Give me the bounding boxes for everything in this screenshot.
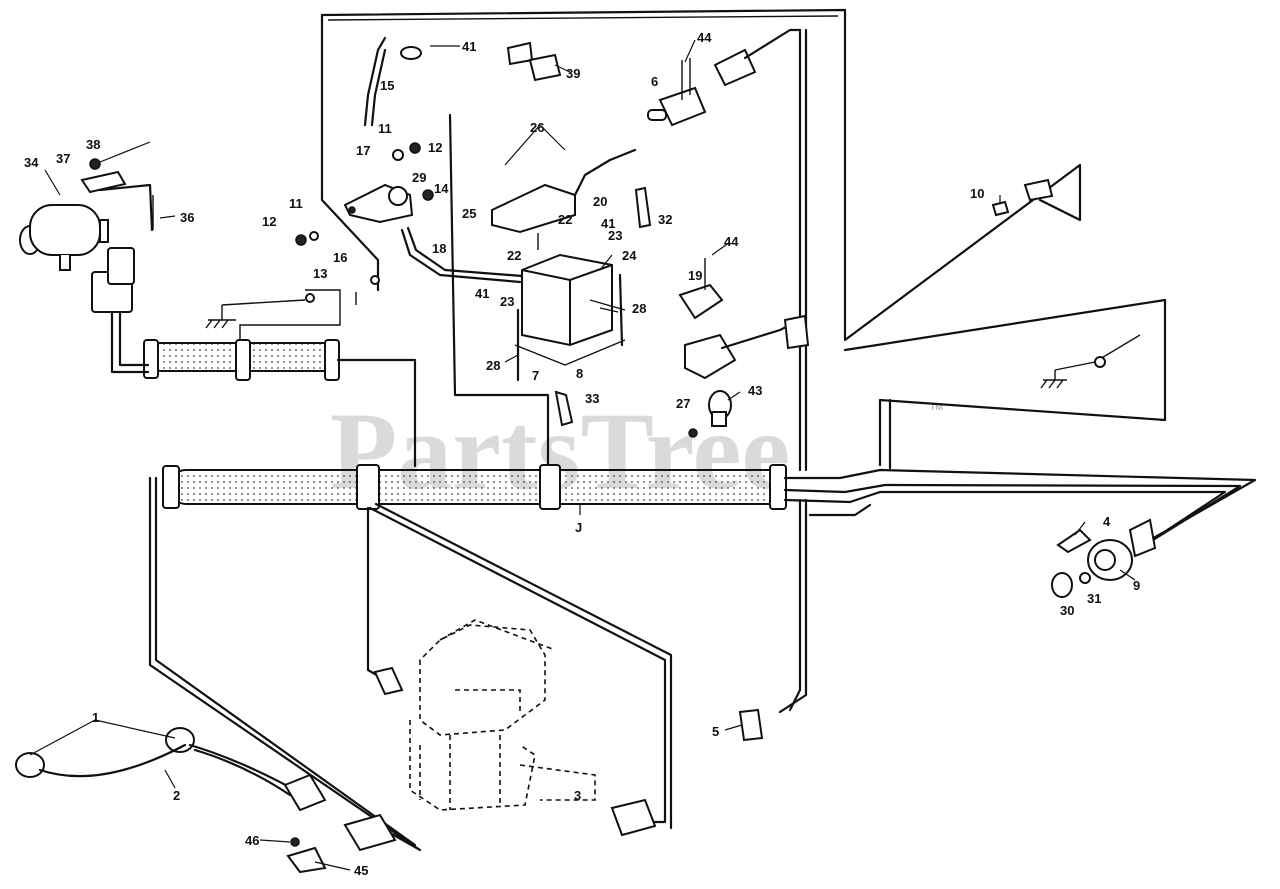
callout-22-lower: 22 <box>507 248 521 263</box>
ignition-coil <box>19 170 154 271</box>
callout-leaders <box>29 39 1136 871</box>
callout-12-lower: 12 <box>262 214 276 229</box>
callout-30: 30 <box>1060 603 1074 618</box>
callout-43: 43 <box>748 383 762 398</box>
callout-46: 46 <box>245 833 259 848</box>
callout-15: 15 <box>380 78 394 93</box>
callout-19: 19 <box>688 268 702 283</box>
callout-12-upper: 12 <box>428 140 442 155</box>
coil-module <box>91 247 135 313</box>
callout-28-right: 28 <box>632 301 646 316</box>
callout-18: 18 <box>432 241 446 256</box>
callout-3: 3 <box>574 788 581 803</box>
callout-22-upper: 22 <box>558 212 572 227</box>
callout-10: 10 <box>970 186 984 201</box>
sensor-assembly <box>15 727 327 812</box>
callout-11-upper: 11 <box>378 121 392 136</box>
end-connectors <box>343 41 1054 852</box>
callout-26: 26 <box>530 120 544 135</box>
callout-23-lower: 23 <box>500 294 514 309</box>
callout-J: J <box>575 520 582 535</box>
callout-34: 34 <box>24 155 39 170</box>
callout-14: 14 <box>434 181 449 196</box>
callout-5: 5 <box>712 724 719 739</box>
callout-9: 9 <box>1133 578 1140 593</box>
battery-tray <box>491 148 637 234</box>
ground-symbol-right <box>1040 334 1141 389</box>
callout-labels: 1 2 3 4 5 6 7 8 9 10 11 11 12 12 13 14 1… <box>24 30 1140 878</box>
callout-39: 39 <box>566 66 580 81</box>
hardware-fasteners <box>89 58 810 874</box>
callout-28-left: 28 <box>486 358 500 373</box>
callout-1: 1 <box>92 710 99 725</box>
starter-solenoid <box>343 36 524 284</box>
callout-44-mid: 44 <box>724 234 739 249</box>
trademark-mark: TM <box>930 402 943 412</box>
callout-23-upper: 23 <box>608 228 622 243</box>
light-socket <box>708 390 732 427</box>
callout-8: 8 <box>576 366 583 381</box>
callout-20: 20 <box>593 194 607 209</box>
callout-45: 45 <box>354 863 368 878</box>
callout-31: 31 <box>1087 591 1101 606</box>
connector-block <box>678 283 792 380</box>
callout-11-lower: 11 <box>289 196 303 211</box>
callout-24: 24 <box>622 248 637 263</box>
callout-36: 36 <box>180 210 194 225</box>
main-wiring-frame <box>320 8 1167 472</box>
callout-27: 27 <box>676 396 690 411</box>
callout-29: 29 <box>412 170 426 185</box>
upper-left-harness <box>110 289 417 468</box>
callout-41-low: 41 <box>475 286 489 301</box>
ignition-switch <box>1051 518 1157 598</box>
seat-switch <box>647 28 802 127</box>
callout-33: 33 <box>585 391 599 406</box>
callout-41-top: 41 <box>462 39 476 54</box>
callout-37: 37 <box>56 151 70 166</box>
battery <box>514 253 626 382</box>
engine-outline <box>409 619 596 811</box>
callout-38: 38 <box>86 137 100 152</box>
ground-symbol-left <box>205 293 315 329</box>
callout-17: 17 <box>356 143 370 158</box>
callout-13: 13 <box>313 266 327 281</box>
main-harness-tube <box>162 464 1257 550</box>
callout-7: 7 <box>532 368 539 383</box>
callout-32: 32 <box>658 212 672 227</box>
callout-6: 6 <box>651 74 658 89</box>
callout-44-top: 44 <box>697 30 712 45</box>
callout-16: 16 <box>333 250 347 265</box>
callout-41-mid: 41 <box>601 216 615 231</box>
callout-4: 4 <box>1103 514 1111 529</box>
callout-2: 2 <box>173 788 180 803</box>
callout-25: 25 <box>462 206 476 221</box>
lower-wiring <box>148 476 872 852</box>
